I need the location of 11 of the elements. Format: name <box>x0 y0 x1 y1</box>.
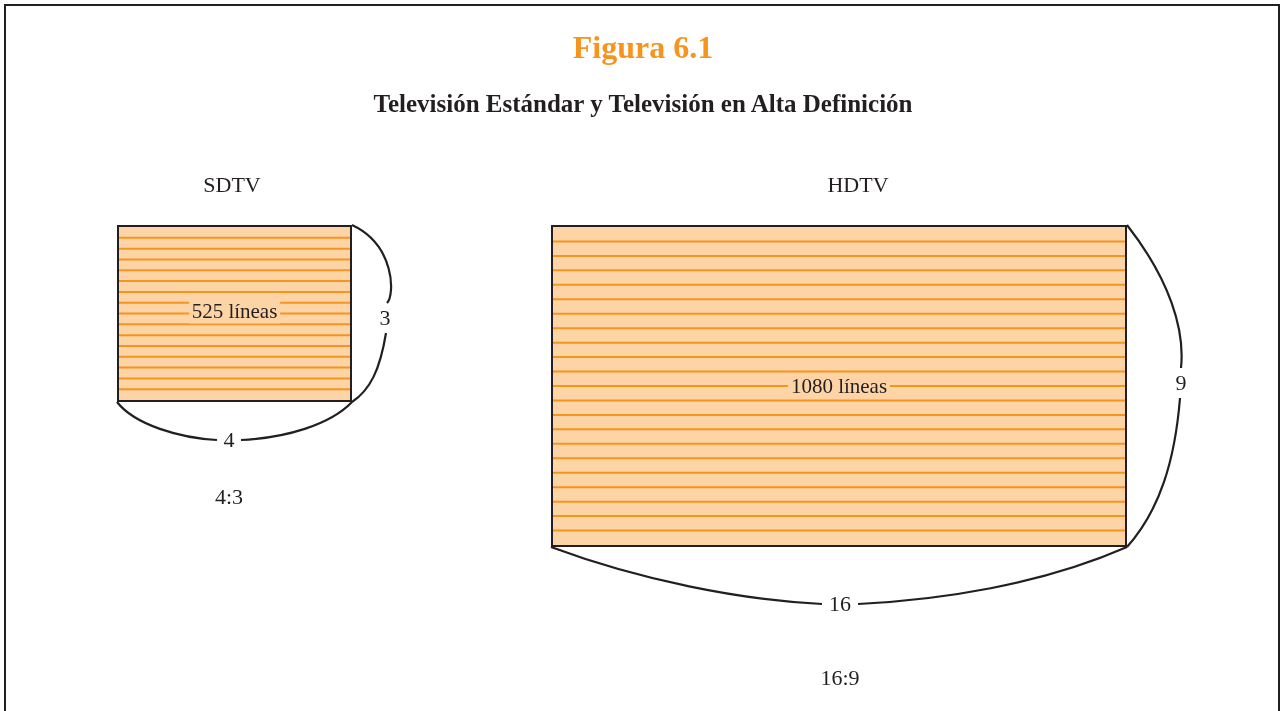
format-label: SDTV <box>203 172 261 198</box>
dimension-label: 16 <box>829 591 851 617</box>
dimension-label: 9 <box>1175 370 1187 396</box>
dimension-label: 4 <box>223 427 235 453</box>
format-label: HDTV <box>827 172 889 198</box>
figure-title: Figura 6.1 <box>572 28 714 66</box>
line-count-label: 525 líneas <box>188 300 281 324</box>
aspect-ratio-label: 16:9 <box>820 665 860 691</box>
aspect-ratio-label: 4:3 <box>214 484 244 510</box>
dimension-label: 3 <box>379 305 391 331</box>
figure-subtitle: Televisión Estándar y Televisión en Alta Definición <box>373 90 913 118</box>
